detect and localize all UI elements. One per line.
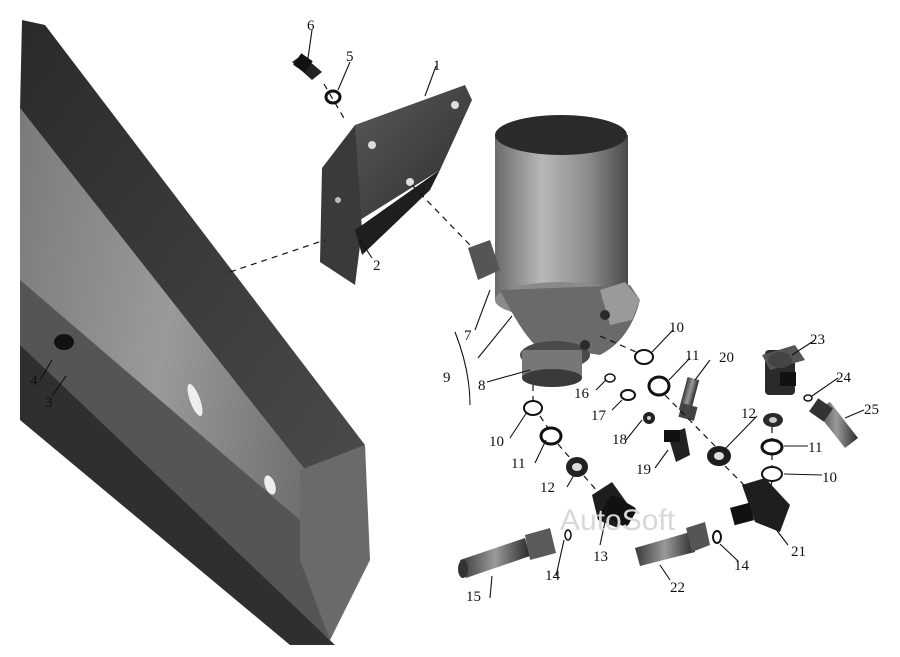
callout-12: 12 xyxy=(540,480,555,496)
mounting-bracket xyxy=(320,85,472,285)
elbow-fitting-13 xyxy=(592,482,637,528)
callout-3: 3 xyxy=(45,395,53,411)
nut-12 xyxy=(707,446,731,466)
callout-17: 17 xyxy=(591,408,607,424)
nut-12 xyxy=(566,457,588,477)
washer-17 xyxy=(620,389,636,401)
callout-10: 10 xyxy=(489,434,504,450)
callout-12: 12 xyxy=(741,406,756,422)
callout-11: 11 xyxy=(685,348,699,364)
bolt-22 xyxy=(635,522,710,566)
washer-11 xyxy=(539,426,563,446)
o-ring-14 xyxy=(712,530,722,544)
dryer-mount-lug xyxy=(468,240,500,280)
callout-13: 13 xyxy=(593,549,608,565)
nut-18 xyxy=(643,412,655,424)
callout-16: 16 xyxy=(574,386,590,402)
washer-11 xyxy=(760,438,784,456)
callout-8: 8 xyxy=(478,378,486,394)
washer-5 xyxy=(324,89,342,105)
o-ring-24 xyxy=(803,394,813,402)
washer-11 xyxy=(647,375,671,397)
callout-22: 22 xyxy=(670,580,685,596)
callout-23: 23 xyxy=(810,332,825,348)
callout-10: 10 xyxy=(822,470,837,486)
callout-24: 24 xyxy=(836,370,852,386)
fitting-25 xyxy=(809,398,858,448)
assembly-lines xyxy=(229,83,773,493)
callout-11: 11 xyxy=(511,456,525,472)
watermark-text: AutoSoft xyxy=(560,504,676,537)
callout-25: 25 xyxy=(864,402,879,418)
frame-slot xyxy=(264,475,276,495)
callout-14: 14 xyxy=(734,558,750,574)
callout-19: 19 xyxy=(636,462,651,478)
callout-1: 1 xyxy=(433,58,441,74)
callout-2: 2 xyxy=(373,258,381,274)
callout-7: 7 xyxy=(464,328,472,344)
callout-21: 21 xyxy=(791,544,806,560)
washer-16 xyxy=(604,373,616,383)
callout-10: 10 xyxy=(669,320,684,336)
callout-9: 9 xyxy=(443,370,451,386)
frame-slot xyxy=(187,383,203,417)
callout-11: 11 xyxy=(808,440,822,456)
o-ring-14 xyxy=(564,529,572,541)
callout-20: 20 xyxy=(719,350,734,366)
elbow-fitting-21 xyxy=(730,478,790,532)
washer-10 xyxy=(634,349,654,365)
plug-19 xyxy=(664,428,690,462)
frame-rail xyxy=(20,20,370,645)
callout-18: 18 xyxy=(612,432,627,448)
callout-labels: 1 2 3 4 5 6 7 8 9 10 10 10 11 11 11 12 1… xyxy=(30,18,879,605)
callout-4: 4 xyxy=(30,373,38,389)
bolt-6 xyxy=(292,53,322,80)
washer-10 xyxy=(523,400,543,416)
callout-6: 6 xyxy=(307,18,315,34)
callout-14: 14 xyxy=(545,568,561,584)
hose-fitting-15 xyxy=(458,528,556,578)
nut-12 xyxy=(763,413,783,427)
air-dryer xyxy=(468,115,640,387)
callout-15: 15 xyxy=(466,589,481,605)
leader-lines xyxy=(39,29,865,599)
valve-23 xyxy=(762,345,805,395)
frame-bolt-hole xyxy=(54,334,74,350)
bolt-20 xyxy=(678,377,700,421)
callout-5: 5 xyxy=(346,49,354,65)
